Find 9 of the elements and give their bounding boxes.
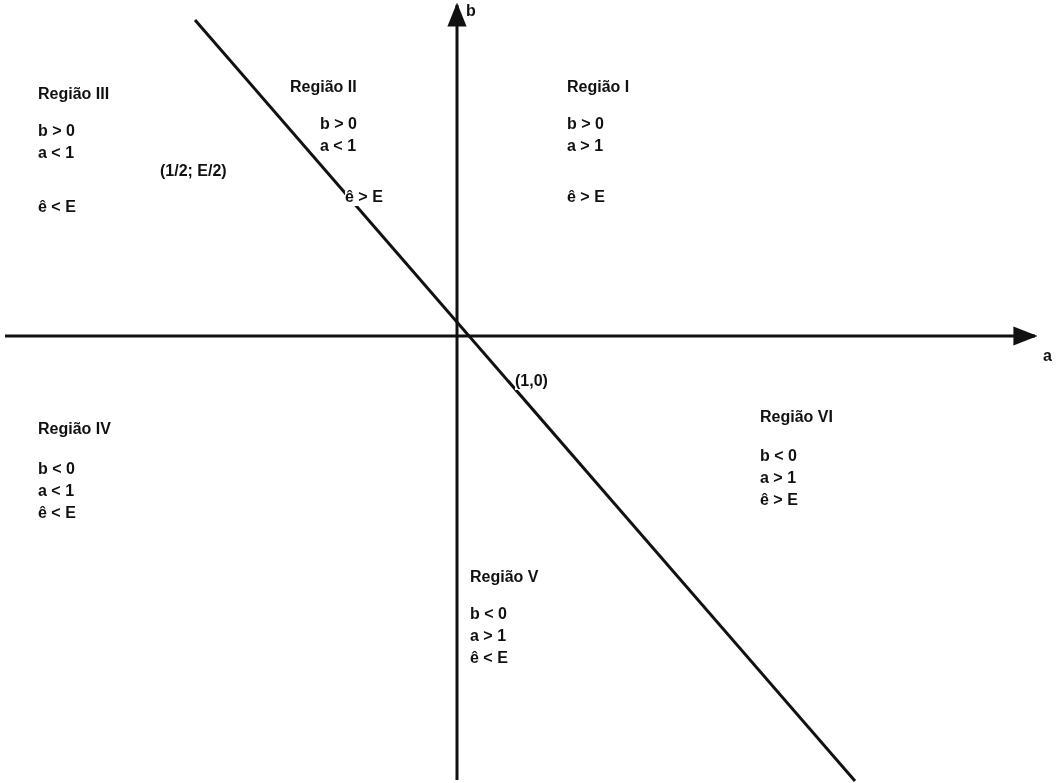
- region-title: Região II: [290, 78, 357, 96]
- condition: ê > E: [345, 188, 383, 206]
- region-title: Região V: [470, 568, 539, 586]
- region-title: Região III: [38, 85, 110, 103]
- point-label: (1,0): [515, 372, 548, 390]
- region-title: Região VI: [760, 408, 833, 426]
- point-label: (1/2; E/2): [160, 162, 227, 180]
- region-title: Região IV: [38, 420, 111, 438]
- region-title: Região I: [567, 78, 630, 96]
